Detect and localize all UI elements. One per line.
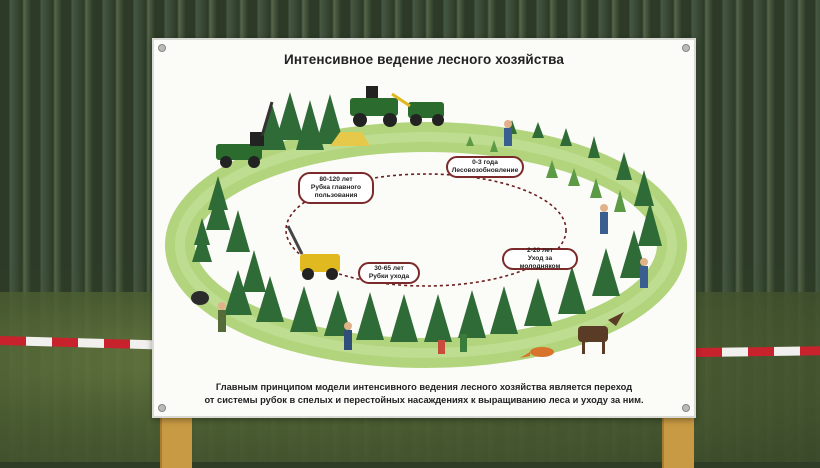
stage-final-felling: 80-120 лет Рубка главного пользования [298,172,374,204]
barrier-tape-right [695,346,820,357]
bolt-icon [158,44,166,52]
info-sign-board: Интенсивное ведение лесного хозяйства [152,38,696,418]
caption-line-2: от системы рубок в спелых и перестойных … [204,394,644,405]
harvester-machine [216,101,274,168]
sign-title: Интенсивное ведение лесного хозяйства [284,52,564,67]
worker-figure-right-lower [640,258,648,288]
cycle-dashed-line [285,173,567,287]
moose-icon [578,312,624,354]
stage-regeneration: 0-3 года Лесовозобновление [446,156,524,178]
stage-years: 0-3 года [472,159,498,166]
young-trees [466,136,626,212]
forest-cycle-illustration [165,86,687,368]
forwarder-machine [350,86,398,127]
stage-years: 2-20 лет [527,247,553,254]
bolt-icon [682,404,690,412]
stage-name: Рубка главного пользования [310,184,362,199]
grouse-icon [191,291,209,305]
sign-caption: Главным принципом модели интенсивного ве… [174,381,674,406]
stage-years: 30-65 лет [374,265,404,272]
stage-name: Лесовозобновление [451,167,519,174]
worker-figure-right [600,204,608,234]
bolt-icon [682,44,690,52]
sawyer-figure [344,322,352,350]
bolt-icon [158,404,166,412]
fox-icon [520,347,554,358]
caption-line-1: Главным принципом модели интенсивного ве… [215,382,633,392]
children-figures [438,334,467,354]
trees [192,92,662,342]
stage-young-care: 2-20 лет Уход за молодняком [502,247,578,270]
excavator-machine [391,92,444,126]
logging-machine-center [286,225,340,280]
stage-name: Уход за молодняком [519,255,561,270]
stage-years: 80-120 лет [319,176,353,183]
hunter-figure [218,302,226,332]
sign-post-right [662,418,694,468]
log-pile [330,132,370,146]
stage-name: Рубки ухода [368,273,410,280]
stage-thinning: 30-65 лет Рубки ухода [358,262,420,284]
planter-figure [504,120,512,146]
sign-post-left [160,418,192,468]
